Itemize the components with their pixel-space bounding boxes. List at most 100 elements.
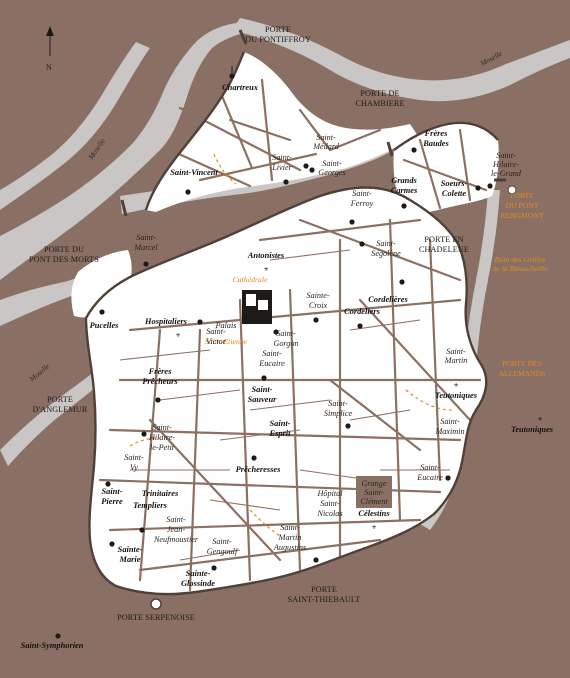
svg-text:PORTE: PORTE (510, 191, 534, 200)
svg-text:Saint-: Saint- (212, 537, 232, 546)
site-saint-hilaire-le-petit: Saint- Hilaire- le-Petit (141, 423, 175, 452)
svg-text:Martin: Martin (278, 533, 302, 542)
svg-text:Saint-: Saint- (446, 347, 466, 356)
site-saint-symphorien: Saint-Symphorien (21, 633, 84, 650)
svg-text:Marcel: Marcel (133, 243, 158, 252)
svg-text:Saint-: Saint- (270, 419, 291, 428)
site-pucelles: Pucelles (90, 309, 119, 330)
site-saint-segolene: Saint- Ségolène (359, 239, 401, 258)
west-island-block (71, 250, 132, 318)
moselle-river-left-arm (0, 42, 150, 210)
svg-text:Saint-: Saint- (280, 523, 300, 532)
svg-text:Trinitaires: Trinitaires (142, 489, 178, 498)
svg-text:PORTE DES: PORTE DES (502, 359, 542, 368)
site-palais: Palais (215, 321, 237, 330)
svg-text:+: + (538, 415, 543, 424)
site-saint-simplice: Saint- Simplice (324, 399, 352, 429)
svg-text:Saint-: Saint- (352, 189, 372, 198)
svg-text:PORTE SERPENOISE: PORTE SERPENOISE (117, 613, 195, 622)
svg-text:ALLEMANDS: ALLEMANDS (499, 369, 546, 378)
svg-text:Saint-: Saint- (276, 329, 296, 338)
site-saint-ferroy: Saint- Ferroy (349, 189, 374, 225)
svg-text:Templiers: Templiers (133, 501, 167, 510)
site-saint-gorgon: Saint- Gorgon (273, 329, 299, 348)
svg-text:Neufmoustier: Neufmoustier (153, 535, 199, 544)
site-saint-esprit: Saint- Esprit (269, 419, 292, 438)
svg-text:Eucaire: Eucaire (258, 359, 285, 368)
site-hopital-saint-nicolas: Hôpital Saint- Nicolas (316, 489, 343, 518)
site-saint-martin-augustins: Saint- Martin Augustins (273, 523, 319, 563)
site-saint-livier: Saint- Livier (271, 153, 293, 185)
svg-text:SAINT-THIEBAULT: SAINT-THIEBAULT (288, 595, 361, 604)
site-saint-sauveur: Saint- Sauveur (248, 375, 278, 404)
svg-text:Prêcheurs: Prêcheurs (142, 377, 177, 386)
svg-text:Saint-: Saint- (124, 453, 144, 462)
north-quarter-block (146, 52, 418, 212)
moselle-river-north-east (232, 18, 570, 102)
svg-text:Saint-: Saint- (376, 239, 396, 248)
orange-label-bain-des-grilles: Bain des Grilles de la Basse-Seille (492, 255, 548, 273)
svg-text:Esprit: Esprit (269, 429, 292, 438)
gate-label-chadeleue: PORTE EN CHADELEUE (419, 235, 469, 254)
north-arrow-icon (46, 26, 54, 56)
svg-text:DU PONTIFFROY: DU PONTIFFROY (245, 35, 311, 44)
svg-text:Martin: Martin (444, 356, 468, 365)
svg-text:PORTE EN: PORTE EN (424, 235, 463, 244)
svg-text:Sainte-: Sainte- (306, 291, 329, 300)
svg-text:Saint-: Saint- (316, 133, 336, 142)
svg-text:RENGMONT: RENGMONT (500, 211, 543, 220)
svg-text:Hilaire-: Hilaire- (492, 160, 519, 169)
site-precheresses: Prêcheresses (236, 455, 280, 474)
site-saint-vincent: Saint-Vincent (170, 168, 218, 195)
gate-label-pontiffroy: PORTE DU PONTIFFROY (245, 25, 311, 44)
svg-text:Hôpital: Hôpital (316, 489, 343, 498)
svg-text:Baudes: Baudes (422, 139, 449, 148)
svg-text:Nicolas: Nicolas (316, 509, 342, 518)
site-saint-gengoulf: Saint- Gengoulf (207, 537, 239, 571)
site-antonistes: Antonistes + (247, 251, 284, 274)
svg-text:Cordeliers: Cordeliers (344, 307, 380, 316)
orange-dashed-boundaries (129, 153, 453, 537)
seille-river (420, 190, 500, 530)
site-grands-carmes: Grands Carmes (391, 176, 417, 209)
serpenoise-gate-icon (150, 598, 162, 610)
svg-text:PORTE: PORTE (47, 395, 73, 404)
svg-text:PORTE DU: PORTE DU (44, 245, 84, 254)
site-freres-precheurs: Frères Prêcheurs (142, 367, 178, 403)
site-saint-eucaire-north: Saint- Eucaire (258, 349, 285, 368)
site-chartreux: Chartreux (222, 66, 258, 92)
site-templiers: Templiers (133, 501, 167, 510)
site-grange-saint-clement: Grange Saint- Clément (360, 479, 388, 506)
svg-text:le-Grand: le-Grand (491, 169, 522, 178)
svg-text:Eucaire: Eucaire (416, 473, 443, 482)
svg-text:PONT DES MORTS: PONT DES MORTS (29, 255, 99, 264)
svg-text:Colette: Colette (442, 189, 466, 198)
svg-text:Pierre: Pierre (101, 497, 123, 506)
svg-text:Saint-: Saint- (496, 151, 516, 160)
svg-text:Cordelières: Cordelières (368, 295, 408, 304)
svg-text:PORTE: PORTE (265, 25, 291, 34)
svg-text:Saint-Vincent: Saint-Vincent (170, 168, 218, 177)
site-saint-victor: Saint- Victor (197, 319, 227, 346)
chambiere-block (393, 122, 499, 214)
site-freres-baudes: Frères Baudes (411, 129, 449, 153)
svg-text:Glossinde: Glossinde (181, 579, 215, 588)
svg-text:Georges: Georges (318, 168, 345, 177)
site-saint-georges: Saint- Georges (303, 159, 346, 177)
moselle-river-south-arm (0, 362, 114, 466)
svg-text:Hospitaliers: Hospitaliers (144, 317, 187, 326)
svg-text:Teutoniques: Teutoniques (435, 391, 477, 400)
site-saint-eucaire-south: Saint- Eucaire (416, 463, 451, 482)
svg-text:Médard: Médard (312, 142, 340, 151)
site-hospitaliers: Hospitaliers + (144, 317, 187, 340)
gate-label-chambiere: PORTE DE CHAMBIERE (355, 89, 404, 108)
svg-text:CHADELEUE: CHADELEUE (419, 245, 469, 254)
svg-text:Sainte-: Sainte- (118, 545, 143, 554)
svg-text:Croix: Croix (309, 301, 328, 310)
svg-text:Hilaire-: Hilaire- (148, 433, 175, 442)
svg-text:Pucelles: Pucelles (90, 321, 119, 330)
svg-text:Sauveur: Sauveur (248, 395, 278, 404)
site-teutoniques-outside: Teutoniques + (511, 415, 553, 434)
svg-text:Jean-: Jean- (167, 525, 185, 534)
svg-text:PORTE: PORTE (311, 585, 337, 594)
